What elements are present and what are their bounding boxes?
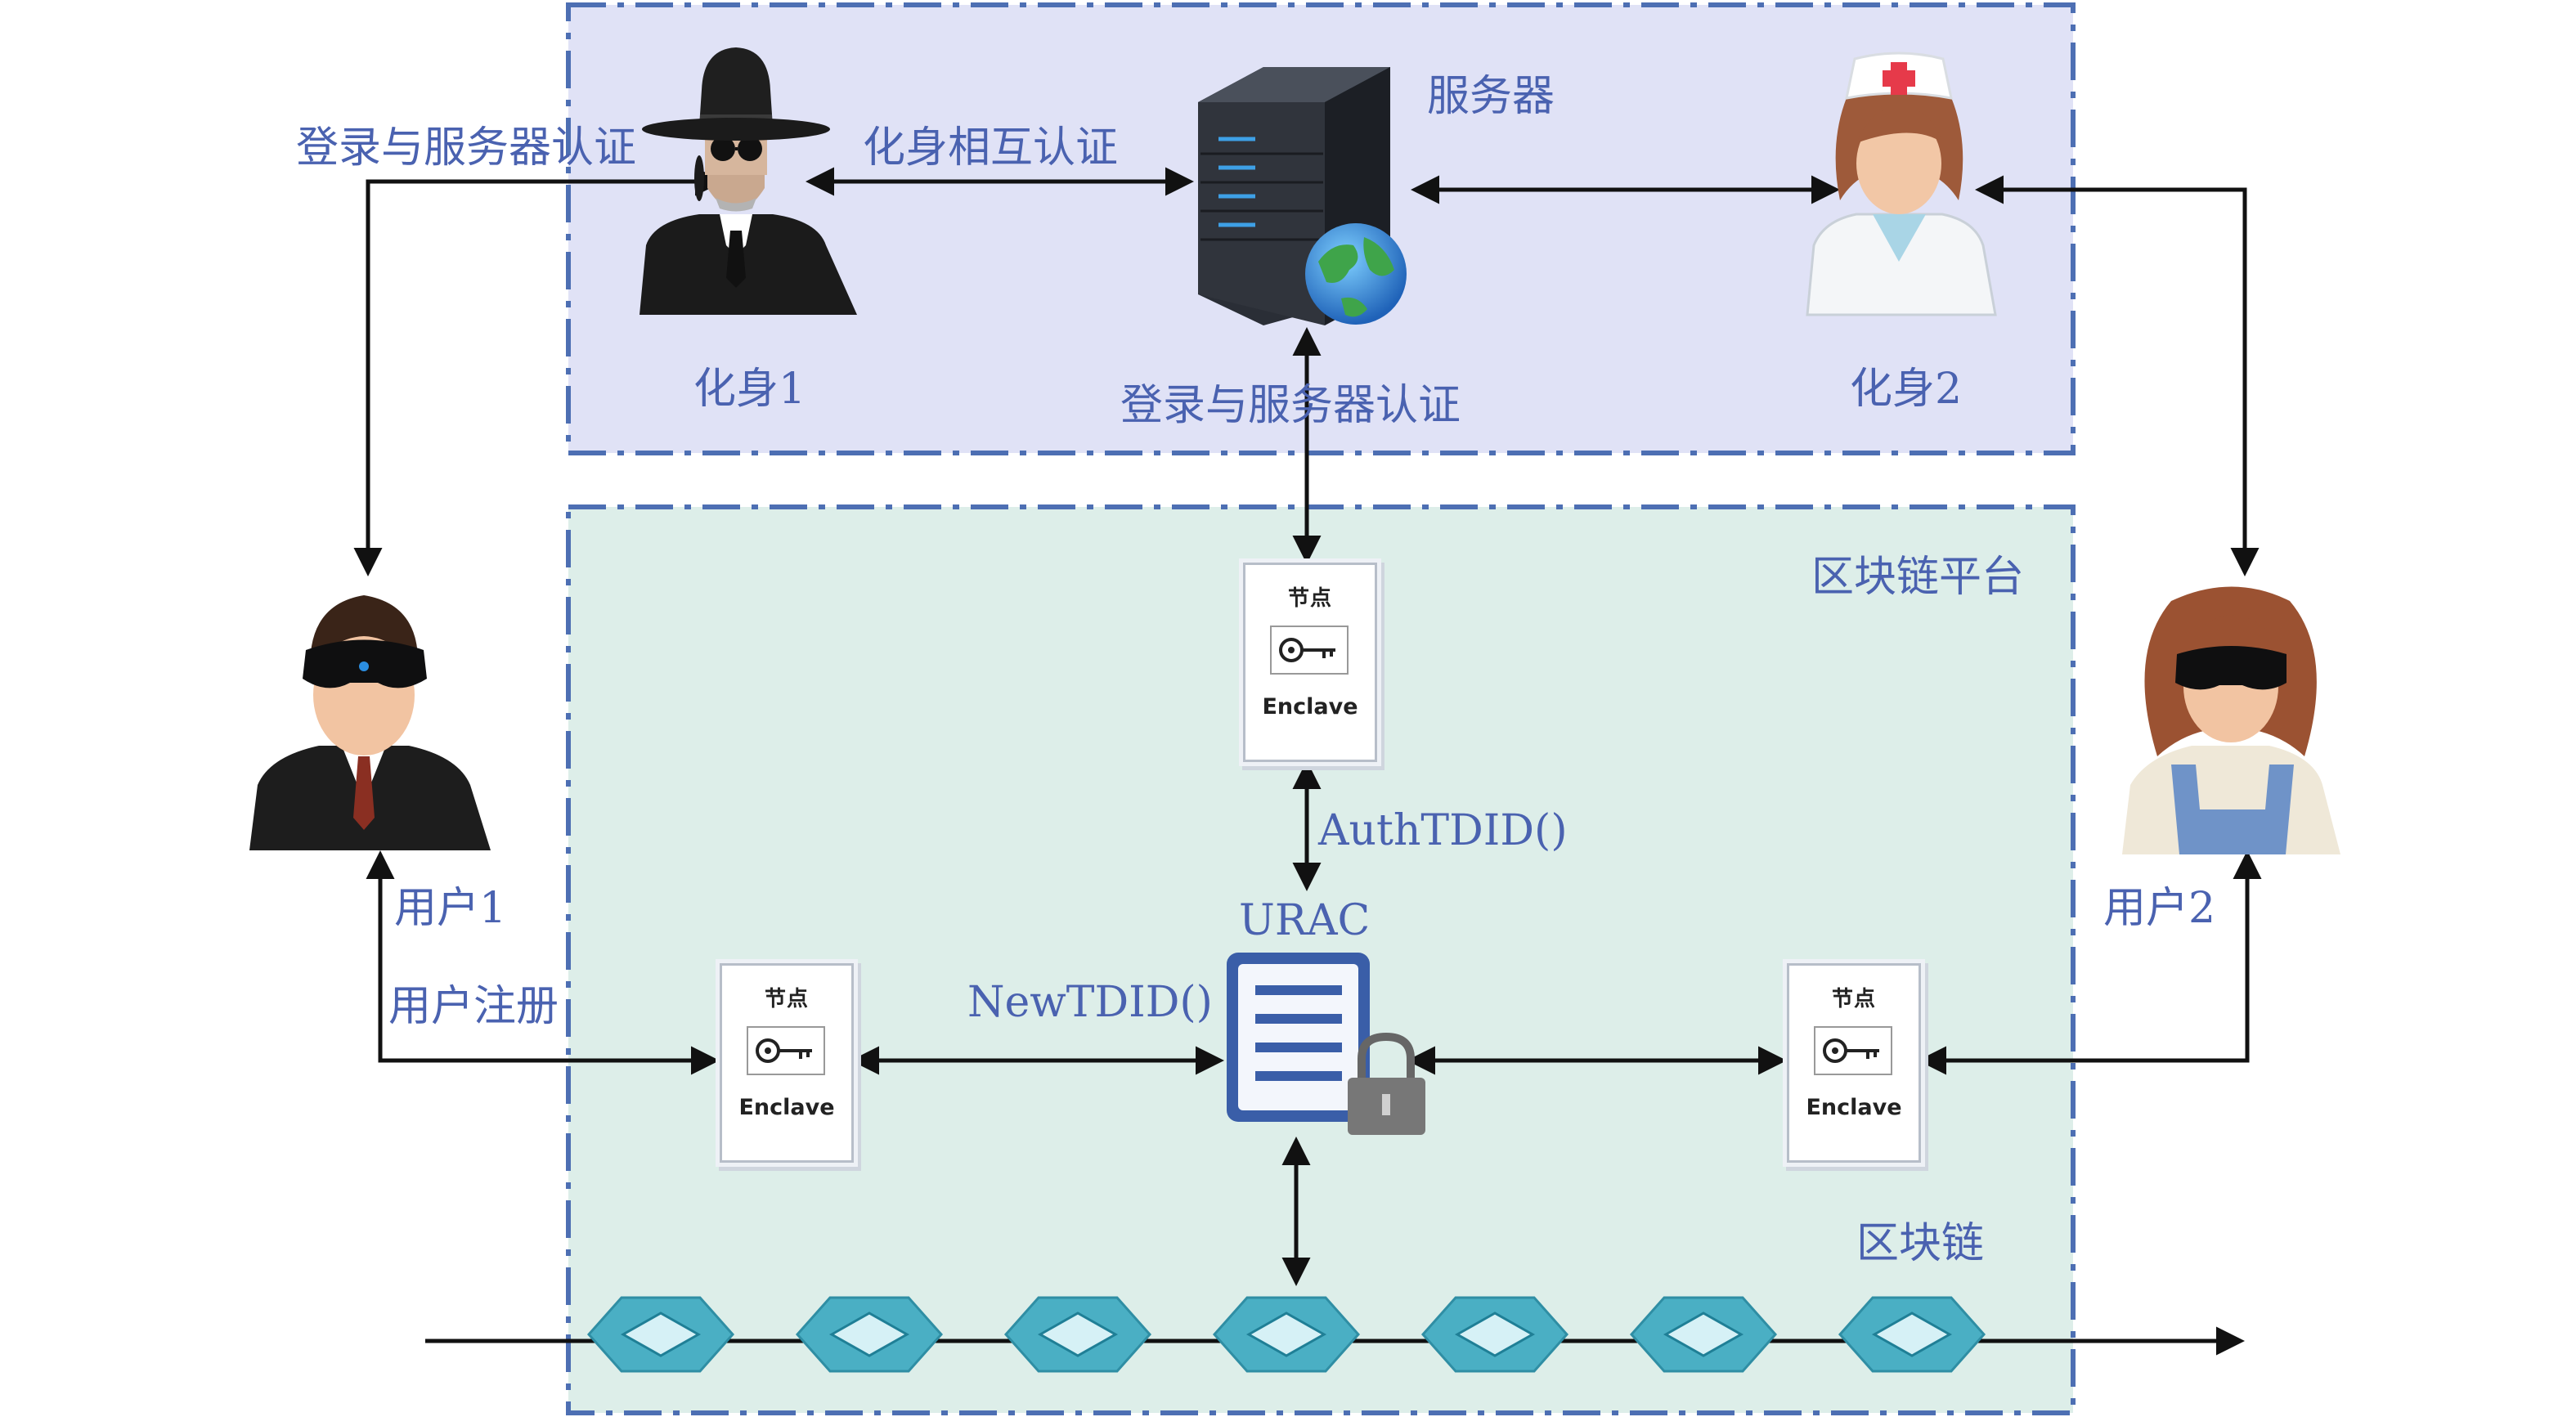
avatar2-label: 化身2 [1850,365,1963,414]
vr-man-icon [249,595,491,850]
block-icon [1212,1296,1361,1373]
node-right-enclave: Enclave [1806,1095,1902,1120]
key-icon [1814,1026,1892,1075]
locked-document-icon [1227,953,1425,1135]
register-label: 用户注册 [388,982,559,1031]
spy-icon [640,47,857,315]
node-top: 节点 Enclave [1243,563,1377,762]
server-globe-icon [1198,67,1407,325]
authtdid-label: AuthTDID() [1318,806,1568,855]
node-right: 节点 Enclave [1787,963,1921,1163]
server-label: 服务器 [1427,72,1555,121]
node-left-title: 节点 [764,987,809,1011]
block-icon [795,1296,944,1373]
node-left-enclave: Enclave [738,1095,835,1120]
user1-label: 用户1 [394,884,507,933]
node-login-label: 登录与服务器认证 [1120,381,1461,430]
user2-register-arrow [1918,850,2262,1075]
block-icon [1838,1296,1986,1373]
vr-woman-icon [2122,586,2340,854]
blockchain-label: 区块链 [1856,1219,1985,1268]
user1-login-arrow [353,167,724,576]
key-icon [747,1026,825,1075]
node-left: 节点 Enclave [720,963,854,1163]
urac-label: URAC [1239,896,1371,945]
key-icon [1270,626,1349,675]
register-arrow [366,850,720,1075]
blockchain-platform-label: 区块链平台 [1811,553,2025,602]
block-icon [1629,1296,1778,1373]
block-icon [1003,1296,1152,1373]
block-icon [586,1296,735,1373]
block-icon [1420,1296,1569,1373]
avatar1-label: 化身1 [693,365,806,414]
node-top-title: 节点 [1287,586,1332,611]
newtdid-label: NewTDID() [967,978,1213,1027]
mutual-auth-label: 化身相互认证 [863,123,1119,173]
user2-label: 用户2 [2103,884,2216,933]
node-top-enclave: Enclave [1262,694,1358,720]
user1-login-label: 登录与服务器认证 [296,123,637,173]
chain-blocks [586,1296,1986,1373]
nurse-icon [1806,52,1997,316]
node-right-title: 节点 [1831,987,1876,1011]
user2-login-arrow [1975,175,2260,576]
